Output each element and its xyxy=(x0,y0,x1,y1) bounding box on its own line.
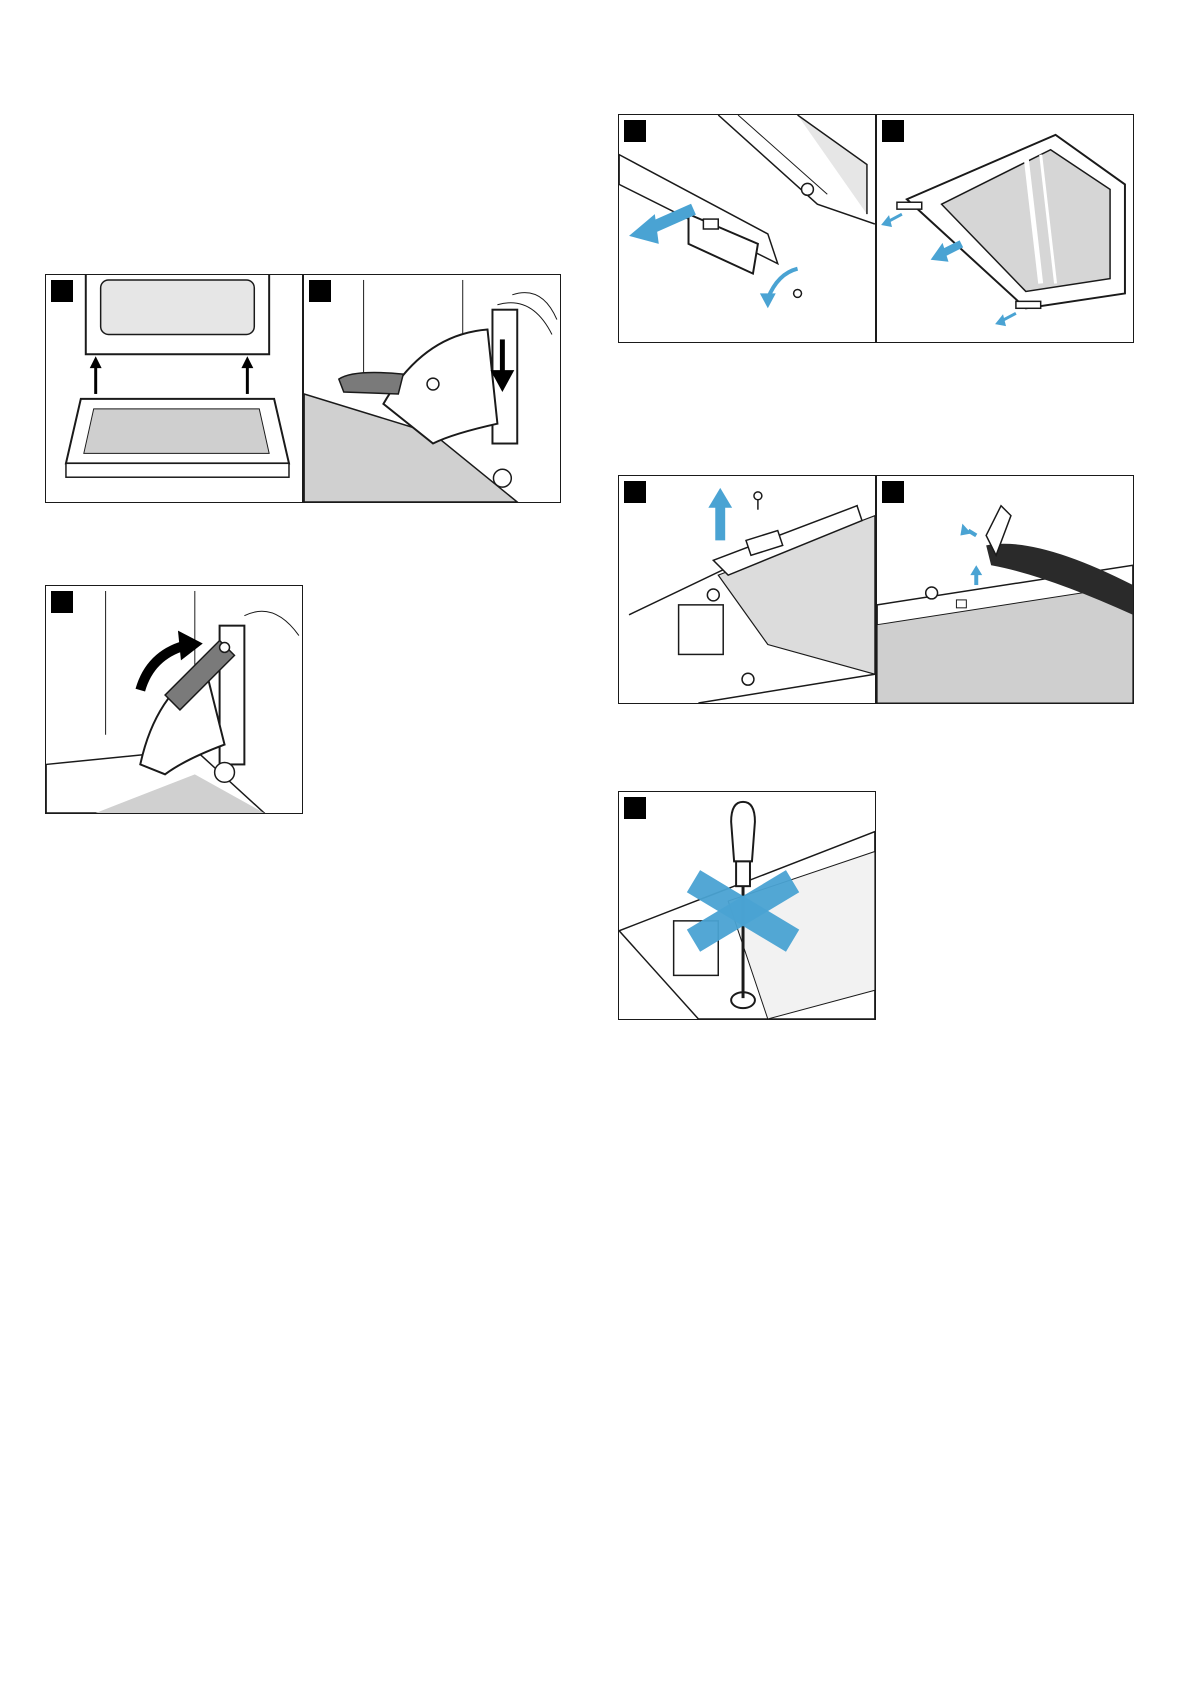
step-marker xyxy=(624,120,646,142)
figure-cover-strip-screw xyxy=(618,114,876,343)
glass-pane-slide-out-icon xyxy=(877,115,1133,342)
figure-seal-pull-out xyxy=(876,475,1134,704)
step-marker xyxy=(51,280,73,302)
figure-hinge-lever-up xyxy=(45,585,303,814)
step-marker xyxy=(309,280,331,302)
step-marker xyxy=(51,591,73,613)
cover-strip-remove-screw-icon xyxy=(619,115,875,342)
hinge-plate-unscrew-icon xyxy=(619,476,875,703)
do-not-unscrew-cross-icon xyxy=(619,792,875,1019)
figure-glass-pane-remove xyxy=(876,114,1134,343)
figure-door-lift-off xyxy=(45,274,303,503)
figure-hinge-lock-down xyxy=(303,274,561,503)
step-marker xyxy=(882,120,904,142)
oven-door-lift-arrows-icon xyxy=(46,275,302,502)
figure-hinge-plate-screw xyxy=(618,475,876,704)
step-marker xyxy=(882,481,904,503)
hinge-lever-down-arrow-icon xyxy=(304,275,560,502)
step-marker xyxy=(624,797,646,819)
door-seal-pull-out-icon xyxy=(877,476,1133,703)
figure-no-screwdriver xyxy=(618,791,876,1020)
step-marker xyxy=(624,481,646,503)
hinge-lever-up-arrow-icon xyxy=(46,586,302,813)
